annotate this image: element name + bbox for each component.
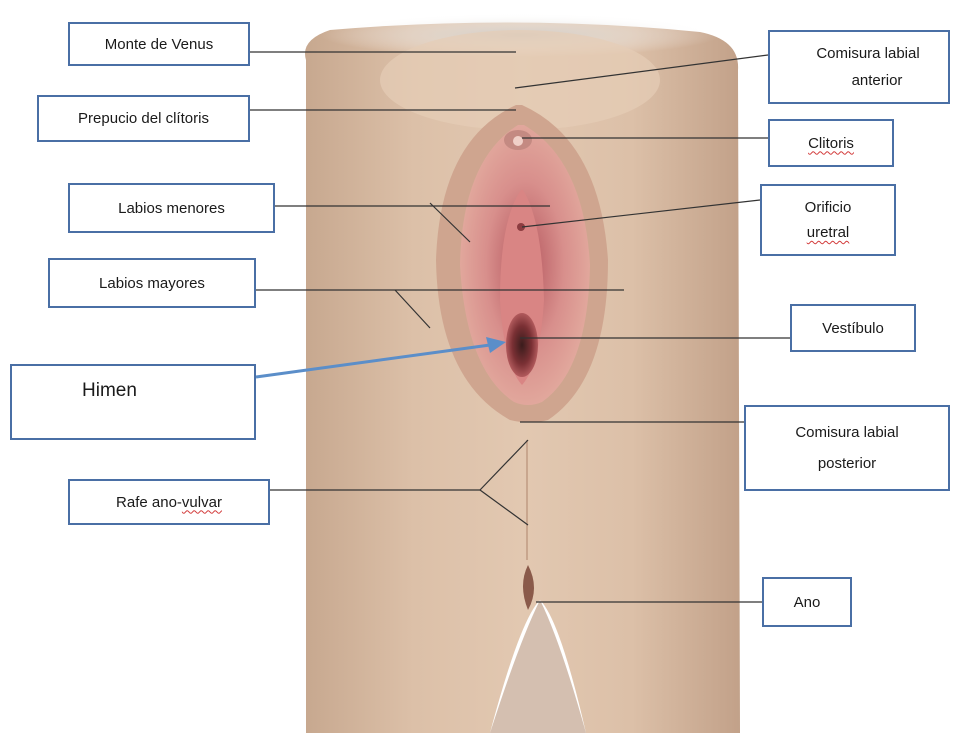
label-labios-mayores-text: Labios mayores [99, 273, 205, 294]
label-comisura-anterior-line1: Comisura labial [816, 43, 919, 64]
label-monte-de-venus: Monte de Venus [68, 22, 250, 66]
label-vestibulo: Vestíbulo [790, 304, 916, 352]
label-comisura-posterior-line2: posterior [818, 453, 876, 474]
label-ano-text: Ano [794, 592, 821, 613]
label-himen: Himen [10, 364, 256, 440]
label-orificio-uretral: Orificio uretral [760, 184, 896, 256]
label-comisura-labial-anterior: Comisura labial anterior [768, 30, 950, 104]
label-labios-menores: Labios menores [68, 183, 275, 233]
label-prepucio-text: Prepucio del clítoris [78, 108, 209, 129]
label-monte-de-venus-text: Monte de Venus [105, 34, 213, 55]
label-himen-text: Himen [82, 380, 137, 401]
label-orificio-line2: uretral [807, 222, 850, 243]
label-rafe-ano-vulvar: Rafe ano-vulvar [68, 479, 270, 525]
label-labios-mayores: Labios mayores [48, 258, 256, 308]
label-rafe-text: Rafe ano-vulvar [116, 492, 222, 513]
label-comisura-anterior-line2: anterior [852, 70, 903, 91]
label-clitoris: Clitoris [768, 119, 894, 167]
label-comisura-labial-posterior: Comisura labial posterior [744, 405, 950, 491]
label-labios-menores-text: Labios menores [118, 198, 225, 219]
label-prepucio-clitoris: Prepucio del clítoris [37, 95, 250, 142]
label-orificio-line1: Orificio [805, 197, 852, 218]
label-comisura-posterior-line1: Comisura labial [795, 422, 898, 443]
label-clitoris-text: Clitoris [808, 133, 854, 154]
label-vestibulo-text: Vestíbulo [822, 318, 884, 339]
label-ano: Ano [762, 577, 852, 627]
label-rafe-prefix: Rafe ano- [116, 494, 182, 511]
label-rafe-suffix: vulvar [182, 494, 222, 511]
